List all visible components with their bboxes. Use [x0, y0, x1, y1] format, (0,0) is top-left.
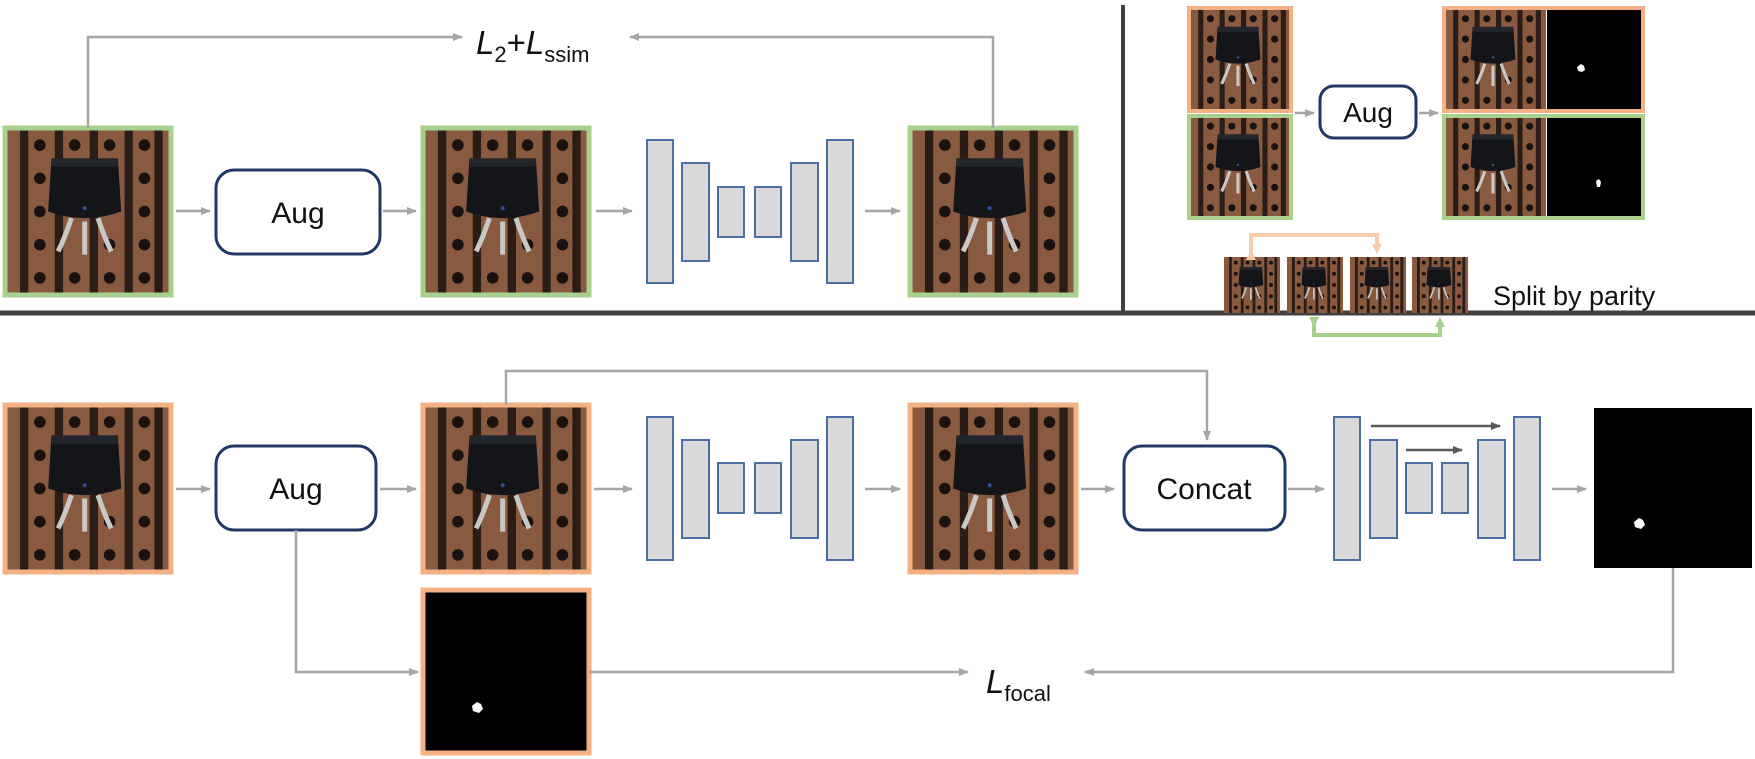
mask-arrow-to-gt [294, 530, 419, 676]
reconstruction-panel: Aug L2+Lssim [2, 24, 1079, 298]
encoder-layer [1333, 416, 1361, 561]
aug-node: Aug [214, 168, 382, 256]
decoder-layer [1513, 416, 1541, 561]
loss-arrow-left [86, 33, 463, 128]
odd-parity-bracket [1246, 233, 1382, 260]
split-by-parity-label: Split by parity [1493, 281, 1656, 311]
aug-label: Aug [1343, 97, 1393, 128]
focal-loss-label: Lfocal [986, 663, 1051, 706]
bottleneck-layer [754, 462, 782, 514]
bottleneck-layer [717, 186, 745, 238]
reconstruction-network [646, 139, 854, 284]
aug-node: Aug [214, 444, 378, 532]
aug-label: Aug [271, 197, 324, 230]
even-parity-bracket [1309, 317, 1445, 337]
encoder-layer [681, 162, 710, 262]
encoder-layer [646, 416, 674, 561]
reconstructed-image-orange [907, 402, 1079, 575]
input-image-green [2, 125, 174, 298]
reconstruction-network [646, 416, 854, 561]
skip-arrow-to-concat [504, 369, 1211, 441]
reconstruction-loss-label: L2+Lssim [476, 24, 589, 67]
bottleneck-layer [754, 186, 782, 238]
augmented-image-green [420, 125, 592, 298]
encoder-layer [681, 439, 710, 539]
segmentation-network [1333, 416, 1541, 561]
encoder-layer [646, 139, 674, 284]
loss-arrow-right [1084, 568, 1675, 676]
augmented-image-orange [420, 402, 592, 575]
decoder-layer [790, 439, 819, 539]
loss-arrow-right [629, 33, 995, 128]
bottleneck-layer [1441, 462, 1469, 514]
parity-split-panel: Aug Split by parity [1187, 6, 1656, 337]
decoder-layer [790, 162, 819, 262]
augmented-even-pair [1442, 114, 1645, 220]
decoder-layer [1477, 439, 1506, 539]
decoder-layer [826, 416, 854, 561]
bottleneck-layer [1405, 462, 1433, 514]
odd-image [1187, 6, 1293, 113]
even-image [1187, 114, 1293, 220]
bottleneck-layer [717, 462, 745, 514]
input-image-orange [2, 402, 174, 575]
ground-truth-mask [420, 587, 592, 756]
augmented-odd-pair [1442, 6, 1645, 113]
encoder-layer [1369, 439, 1398, 539]
aug-node-small: Aug [1318, 84, 1418, 140]
concat-label: Concat [1156, 473, 1252, 506]
segmentation-panel: Aug Concat [2, 369, 1752, 756]
predicted-mask [1594, 408, 1752, 568]
aug-label: Aug [269, 473, 322, 506]
reconstructed-image-green [907, 125, 1079, 298]
concat-node: Concat [1122, 444, 1287, 532]
anomaly-mask [1547, 116, 1643, 218]
anomaly-mask [1547, 8, 1643, 111]
decoder-layer [826, 139, 854, 284]
frame-sequence [1223, 257, 1469, 313]
